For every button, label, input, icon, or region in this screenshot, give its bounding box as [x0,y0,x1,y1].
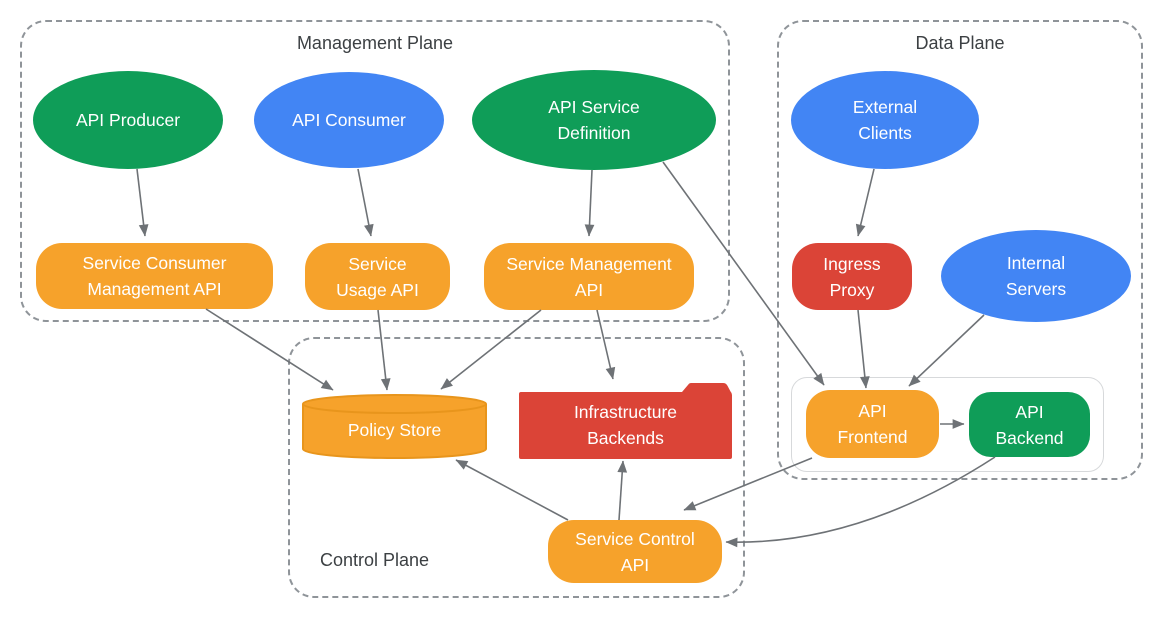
node-api-consumer-label: API Consumer [292,110,406,130]
node-policy-store-label: Policy Store [347,420,442,440]
control-plane-title: Control Plane [320,550,430,570]
node-service-consumer-management-api-label: Service Consumer Management API [82,253,227,299]
node-infrastructure-backends-label: Infrastructure Backends [573,402,678,448]
node-infrastructure-backends: Infrastructure Backends [519,383,732,459]
node-service-consumer-management-api: Service Consumer Management API [36,243,273,309]
node-api-backend: API Backend [969,392,1090,457]
node-api-producer: API Producer [33,71,223,169]
node-service-management-api-label: Service Management API [506,253,672,300]
node-api-service-definition-label: API Service Definition [548,97,640,143]
node-api-frontend-label: API Frontend [837,401,908,447]
node-ingress-proxy-label: Ingress Proxy [823,253,881,300]
folder-shape [519,383,732,459]
node-external-clients-label: External Clients [852,97,918,143]
node-service-usage-api: Service Usage API [305,243,450,310]
node-api-frontend: API Frontend [806,390,939,458]
node-api-consumer: API Consumer [254,72,444,168]
node-service-usage-api-label: Service Usage API [336,253,419,300]
node-internal-servers-label: Internal Servers [1005,253,1067,299]
data-plane-title: Data Plane [915,33,1005,53]
node-service-control-api-label: Service Control API [575,528,695,575]
node-internal-servers: Internal Servers [941,230,1131,322]
node-service-control-api: Service Control API [548,520,722,583]
node-policy-store: Policy Store [301,393,488,461]
node-ingress-proxy: Ingress Proxy [792,243,912,310]
node-api-backend-label: API Backend [995,401,1064,448]
cylinder-shape [302,394,487,459]
node-service-management-api: Service Management API [484,243,694,310]
management-plane-title: Management Plane [296,33,454,53]
node-api-producer-label: API Producer [75,110,181,130]
node-external-clients: External Clients [791,71,979,169]
node-api-service-definition: API Service Definition [472,70,716,170]
